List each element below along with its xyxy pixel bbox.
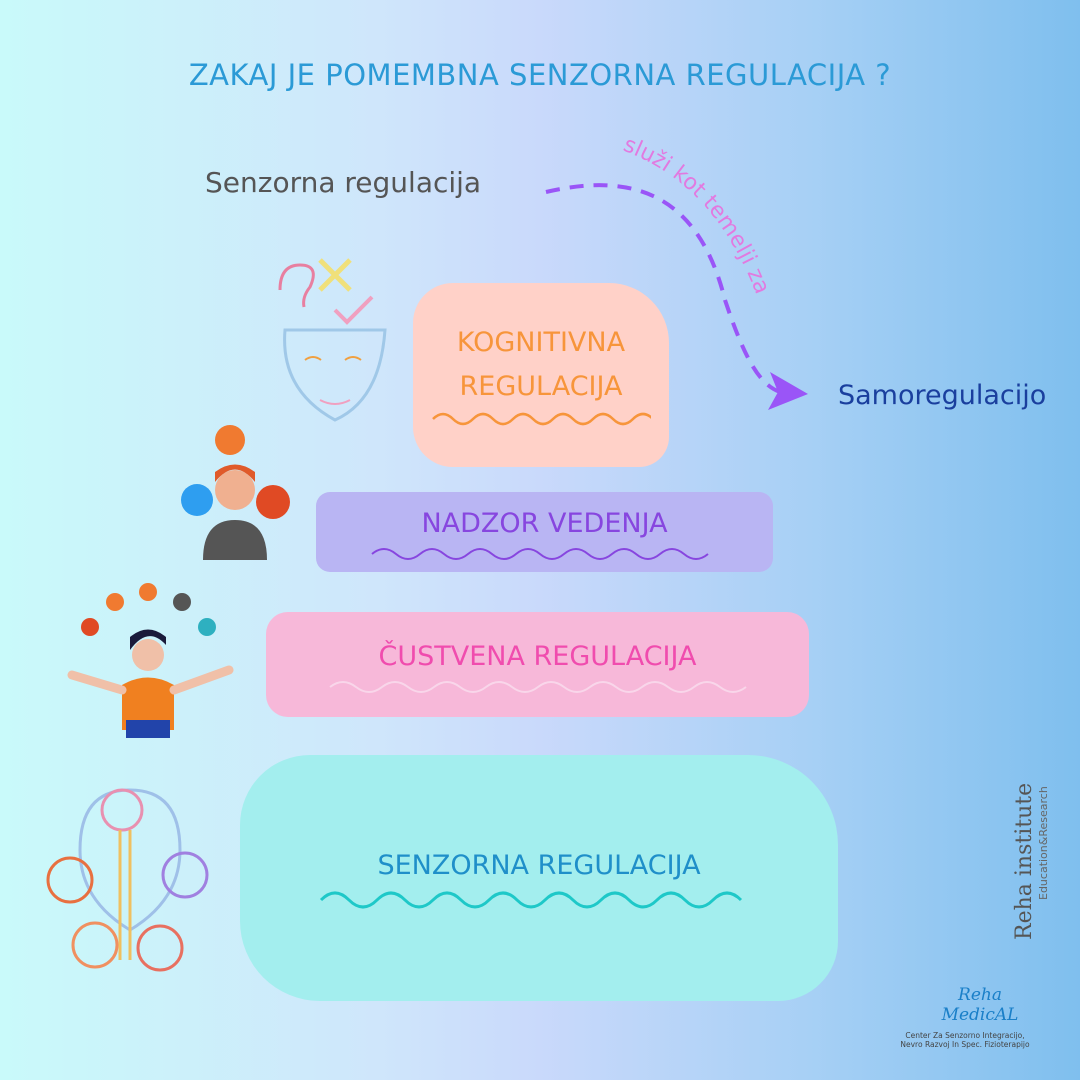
medical-sub-2: Nevro Razvoj In Spec. Fizioterapijo — [900, 1040, 1030, 1049]
level-label: NADZOR VEDENJA — [421, 508, 668, 539]
head-thinking-icon — [278, 258, 387, 422]
source-label: Senzorna regulacija — [205, 166, 482, 199]
senses-brain-icon — [46, 788, 209, 972]
wave-decoration — [432, 412, 651, 426]
wave-decoration — [319, 891, 743, 909]
level-label: SENZORNA REGULACIJA — [377, 850, 701, 881]
arrowhead-icon — [768, 372, 808, 410]
level-label-line2: REGULACIJA — [459, 371, 623, 402]
institute-sub: Education&Research — [1037, 786, 1050, 900]
person-juggling-emojis-icon — [67, 583, 234, 738]
medical-name: Reha MedicAL — [941, 985, 1019, 1025]
level-cognitive: KOGNITIVNA REGULACIJA — [413, 283, 669, 467]
wave-decoration — [328, 680, 747, 693]
wave-decoration — [370, 548, 709, 560]
level-label-line1: KOGNITIVNA — [456, 327, 626, 358]
medical-sub-1: Center Za Senzorno Integracijo, — [905, 1031, 1025, 1040]
arrow-label: služi kot temelji za — [620, 132, 775, 297]
level-emotional: ČUSTVENA REGULACIJA — [266, 612, 809, 717]
dashed-arrow — [545, 183, 781, 394]
reha-medical-logo: Reha MedicAL Center Za Senzorno Integrac… — [890, 985, 1040, 1049]
reha-institute-logo: Reha institute Education&Research — [1012, 783, 1050, 940]
institute-name: Reha institute — [1012, 782, 1037, 940]
level-label: ČUSTVENA REGULACIJA — [378, 640, 697, 672]
level-behavior: NADZOR VEDENJA — [316, 492, 773, 572]
target-label: Samoregulacijo — [838, 380, 1047, 411]
page-title: ZAKAJ JE POMEMBNA SENZORNA REGULACIJA ? — [188, 58, 892, 92]
level-sensory: SENZORNA REGULACIJA — [240, 755, 838, 1001]
person-emotions-icon — [181, 425, 290, 560]
